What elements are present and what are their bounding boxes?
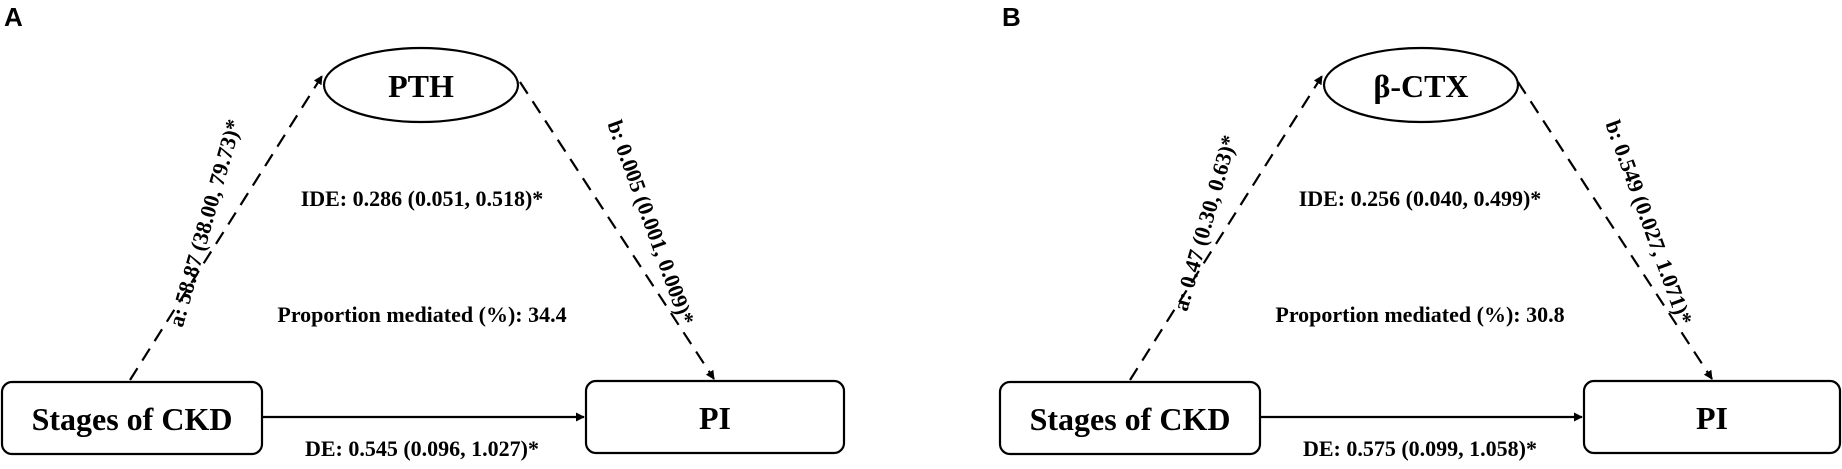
panel-b-ide-label: IDE: 0.256 (0.040, 0.499)* [1299, 186, 1542, 211]
panel-a-path-a-arrow [129, 75, 323, 381]
panel-b-label: B [1002, 2, 1021, 32]
panel-b-proportion-label: Proportion mediated (%): 30.8 [1275, 302, 1564, 327]
panel-a-path-b-arrow [519, 81, 715, 380]
panel-a-y-node [584, 379, 846, 455]
panel-a-ide-label: IDE: 0.286 (0.051, 0.518)* [301, 186, 544, 211]
panel-b-x-node-label: Stages of CKD [1030, 401, 1231, 437]
panel-a-m-node-label: PTH [388, 68, 454, 104]
panel-b-m-node [1322, 46, 1520, 124]
panel-a-x-node [0, 380, 264, 456]
panel-a-path-b-label: b: 0.005 (0.001, 0.009)* [602, 117, 699, 328]
panel-b-x-node [998, 380, 1262, 456]
panel-b-path-a-arrow [1129, 75, 1323, 381]
panel-b-path-b-label: b: 0.549 (0.027, 1.071)* [1600, 117, 1697, 328]
panel-b-path-b-arrow [1517, 81, 1713, 380]
panel-b-y-node [1582, 379, 1842, 455]
panel-b-y-node-label: PI [1696, 400, 1728, 436]
panel-a-de-label: DE: 0.545 (0.096, 1.027)* [305, 436, 539, 461]
panel-a: A Stages of CKD PTH PI a: 58.87 (38.00, … [0, 2, 846, 461]
panel-a-label: A [4, 2, 23, 32]
panel-a-path-a-label: a: 58.87 (38.00, 79.73)* [163, 116, 246, 329]
panel-a-proportion-label: Proportion mediated (%): 34.4 [277, 302, 566, 327]
panel-b-path-a-label: a: 0.47 (0.30, 0.63)* [1168, 132, 1242, 313]
panel-b-m-node-label: β-CTX [1373, 68, 1468, 104]
panel-b-de-label: DE: 0.575 (0.099, 1.058)* [1303, 436, 1537, 461]
panel-b: B Stages of CKD β-CTX PI a: 0.47 (0.30, … [998, 2, 1842, 461]
panel-a-m-node [322, 46, 520, 124]
panel-a-y-node-label: PI [699, 400, 731, 436]
panel-a-x-node-label: Stages of CKD [32, 401, 233, 437]
